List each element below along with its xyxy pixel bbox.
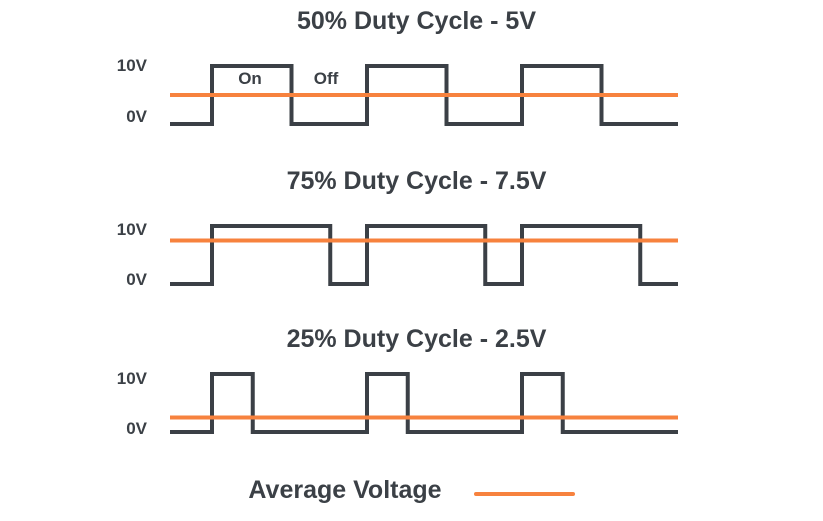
high-voltage-label: 10V <box>116 56 147 75</box>
low-voltage-label: 0V <box>126 270 147 289</box>
legend: Average Voltage <box>0 478 823 503</box>
low-voltage-label: 0V <box>126 107 147 126</box>
panel-title-25: 25% Duty Cycle - 2.5V <box>286 325 547 353</box>
waveform-25-duty <box>170 372 678 434</box>
waveform-75-duty <box>170 224 678 286</box>
legend-label: Average Voltage <box>248 476 442 504</box>
square-wave <box>170 372 678 434</box>
on-label: On <box>238 69 262 88</box>
low-voltage-label: 0V <box>126 419 147 438</box>
waveform-50-duty <box>170 64 678 126</box>
panel-title-50: 50% Duty Cycle - 5V <box>297 7 536 35</box>
off-label: Off <box>313 69 339 88</box>
average-voltage-legend-swatch <box>473 492 575 496</box>
square-wave <box>170 64 678 126</box>
panel-title-75: 75% Duty Cycle - 7.5V <box>286 167 547 195</box>
high-voltage-label: 10V <box>116 369 147 388</box>
square-wave <box>170 224 678 286</box>
high-voltage-label: 10V <box>116 220 147 239</box>
